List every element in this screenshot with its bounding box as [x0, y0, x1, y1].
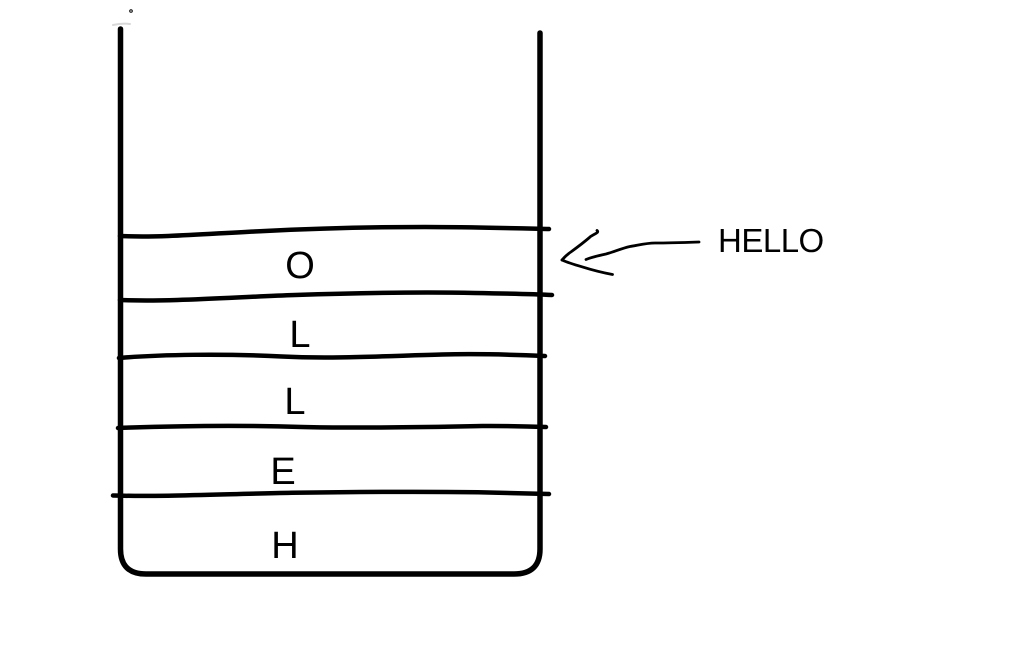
- stack-dividers: [110, 224, 555, 499]
- faint-smudge-mark: [112, 22, 131, 26]
- arrowhead-lower-barb: [560, 258, 614, 276]
- arrow-shaft: [584, 240, 701, 261]
- annotation-arrow-icon: [560, 229, 701, 276]
- stack-divider: [117, 290, 555, 303]
- stack-item-label: E: [270, 451, 295, 493]
- annotation-label: HELLO: [718, 222, 824, 259]
- arrowhead-upper-barb: [560, 229, 600, 262]
- stack-divider: [116, 351, 548, 361]
- stack-item-labels: O L L E H: [270, 245, 314, 567]
- stack-divider: [110, 489, 552, 499]
- stack-divider: [115, 423, 549, 431]
- stack-item-label-bottom: H: [271, 525, 298, 567]
- stack-item-label: L: [289, 314, 310, 356]
- stack-container-outline: [117, 26, 543, 577]
- stray-dot-mark: [129, 9, 133, 13]
- stack-divider: [117, 224, 552, 239]
- stack-item-label: L: [284, 381, 305, 423]
- stack-item-label-top: O: [285, 245, 315, 287]
